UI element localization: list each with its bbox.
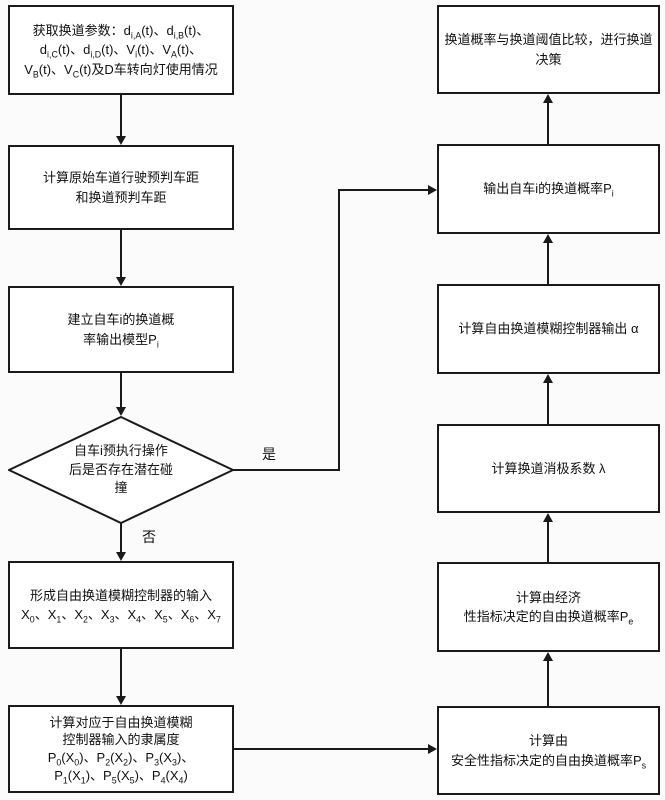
arrow-up-icon xyxy=(543,513,553,522)
node-compare-threshold: 换道概率与换道阈值比较，进行换道 决策 xyxy=(437,5,660,94)
flow-line xyxy=(547,243,549,284)
node-text-line: 自车i预执行操作 xyxy=(74,442,168,458)
flow-line xyxy=(120,373,122,407)
node-build-probability-model: 建立自车i的换道概 率输出模型Pi xyxy=(8,286,234,373)
flow-line xyxy=(120,230,122,277)
node-calc-predicted-distances: 计算原始车道行驶预判车距 和换道预判车距 xyxy=(8,145,234,230)
node-text-line: 计算对应于自由换道模糊 xyxy=(49,714,193,730)
node-text-line: 计算由经济 xyxy=(515,589,581,605)
arrow-down-icon xyxy=(116,407,126,416)
node-text-line: 计算换道消极系数 λ xyxy=(491,460,606,476)
node-text-line: 换道概率与换道阈值比较，进行换道 xyxy=(444,32,653,47)
arrow-up-icon xyxy=(543,652,553,661)
node-text-line: 形成自由换道模糊控制器的输入 xyxy=(29,587,212,603)
node-text-line: 率输出模型Pi xyxy=(83,331,159,350)
arrow-right-icon xyxy=(428,185,437,195)
node-text-line: P0(X0)、P2(X2)、P3(X3)、 xyxy=(47,750,195,768)
arrow-right-icon xyxy=(428,744,437,754)
branch-label-no: 否 xyxy=(142,529,156,545)
flow-line xyxy=(234,748,428,750)
flow-line xyxy=(547,103,549,144)
arrow-up-icon xyxy=(543,374,553,383)
flow-line xyxy=(120,649,122,696)
node-text-line: 获取换道参数：di,A(t)、di,B(t)、 xyxy=(32,22,210,41)
flow-line xyxy=(547,383,549,424)
node-calc-safety-probability: 计算由 安全性指标决定的自由换道概率Ps xyxy=(437,706,660,795)
arrow-up-icon xyxy=(543,234,553,243)
flow-line xyxy=(120,523,122,552)
branch-label-yes: 是 xyxy=(262,446,276,462)
node-text-line: 计算原始车道行驶预判车距 xyxy=(42,170,199,185)
node-form-fuzzy-inputs: 形成自由换道模糊控制器的输入 X0、X1、X2、X3、X4、X5、X6、X7 xyxy=(8,561,234,649)
node-calc-membership: 计算对应于自由换道模糊 控制器输入的隶属度 P0(X0)、P2(X2)、P3(X… xyxy=(8,705,234,793)
node-text-line: 计算由 xyxy=(528,733,568,748)
node-text-line: 后是否存在潜在碰 xyxy=(68,461,173,477)
arrow-down-icon xyxy=(116,696,126,705)
flow-line xyxy=(338,189,428,191)
node-text-line: 和换道预判车距 xyxy=(75,189,167,205)
node-text-line: 计算自由换道模糊控制器输出 α xyxy=(458,321,639,337)
node-text-line: di,C(t)、di,D(t)、Vi(t)、VA(t)、 xyxy=(39,42,203,60)
flow-line xyxy=(120,95,122,136)
node-text-line: 撞 xyxy=(114,480,128,496)
node-text-line: 建立自车i的换道概 xyxy=(67,312,175,327)
flow-line xyxy=(547,661,549,706)
flow-line xyxy=(338,189,340,471)
node-text-line: 决策 xyxy=(535,51,562,67)
arrow-up-icon xyxy=(543,94,553,103)
node-text-line: P1(X1)、P5(X5)、P4(X4) xyxy=(54,767,188,786)
arrow-down-icon xyxy=(116,277,126,286)
node-text-line: 安全性指标决定的自由换道概率Ps xyxy=(450,752,647,771)
node-text-line: 性指标决定的自由换道概率Pe xyxy=(463,609,634,627)
node-calc-economic-probability: 计算由经济 性指标决定的自由换道概率Pe xyxy=(437,562,660,652)
flow-line xyxy=(547,522,549,562)
node-calc-negative-coefficient: 计算换道消极系数 λ xyxy=(437,424,660,513)
flow-line xyxy=(233,469,340,471)
node-collision-decision: 自车i预执行操作 后是否存在潜在碰 撞 xyxy=(30,420,212,520)
node-text-line: 输出自车i的换道概率Pi xyxy=(483,181,614,199)
node-output-probability: 输出自车i的换道概率Pi xyxy=(437,144,660,234)
arrow-down-icon xyxy=(116,136,126,145)
node-text-line: VB(t)、VC(t)及D车转向灯使用情况 xyxy=(24,61,218,80)
arrow-down-icon xyxy=(116,552,126,561)
node-text-line: 控制器输入的隶属度 xyxy=(62,732,180,748)
node-calc-fuzzy-output: 计算自由换道模糊控制器输出 α xyxy=(437,284,660,374)
node-text-line: X0、X1、X2、X3、X4、X5、X6、X7 xyxy=(21,607,221,625)
node-acquire-params: 获取换道参数：di,A(t)、di,B(t)、 di,C(t)、di,D(t)、… xyxy=(8,5,234,95)
